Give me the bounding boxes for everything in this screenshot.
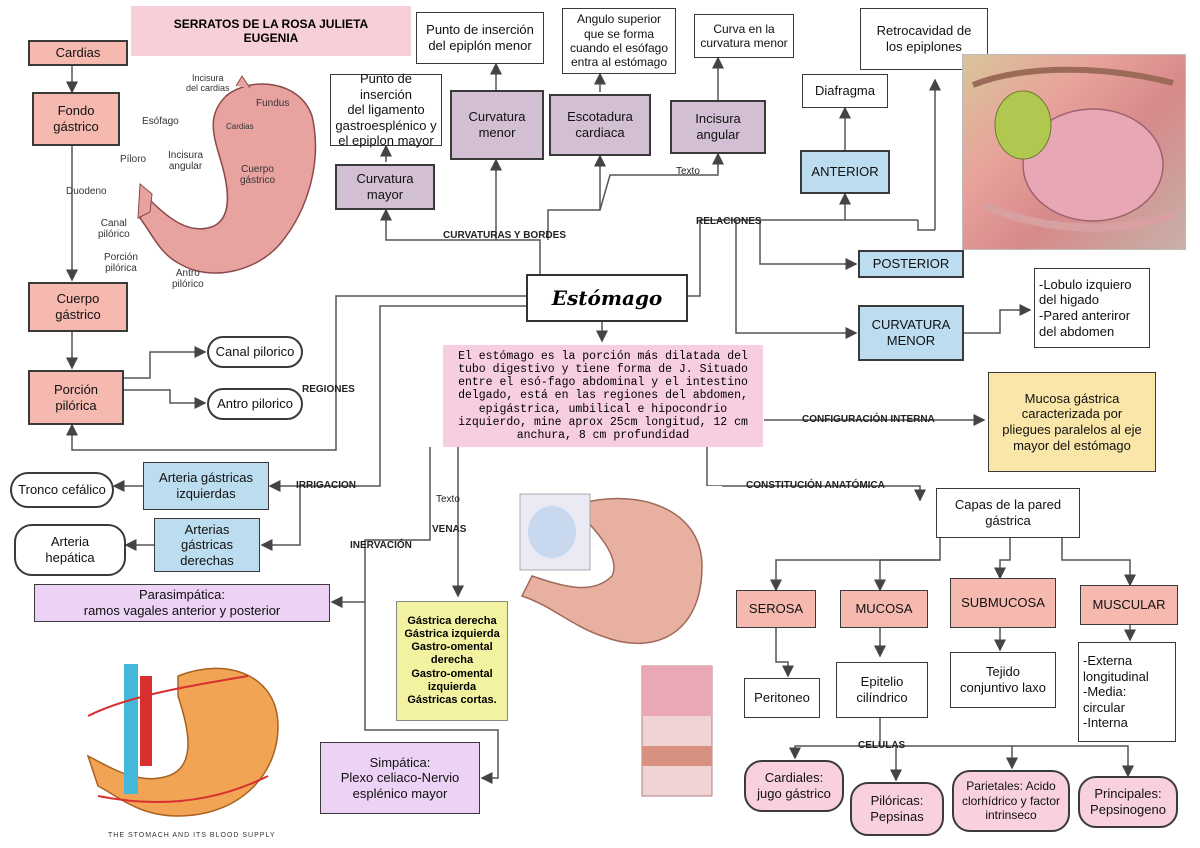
stomach-regions-illustration: Incisura del cardias Fundus Esófago Card… (60, 68, 330, 298)
node-diafragma[interactable]: Diafragma (802, 74, 888, 108)
node-canal-pilorico[interactable]: Canal pilorico (207, 336, 303, 368)
stomach-wall-drawing (519, 493, 713, 797)
stomach-description: El estómago es la porción más dilatada d… (443, 345, 763, 447)
node-arteria-gastricas-izquierdas[interactable]: Arteria gástricas izquierdas (143, 462, 269, 510)
node-submucosa[interactable]: SUBMUCOSA (950, 578, 1056, 628)
node-fondo-gastrico[interactable]: Fondo gástrico (32, 92, 120, 146)
node-simpatica[interactable]: Simpática: Plexo celiaco-Nervio esplénic… (320, 742, 480, 814)
node-curvatura-mayor-desc[interactable]: Punto de inserción del ligamento gastroe… (330, 71, 442, 148)
label-regiones: REGIONES (302, 384, 355, 395)
node-curvatura-menor-relacion[interactable]: CURVATURA MENOR (858, 305, 964, 361)
label-texto-2: Texto (436, 494, 460, 505)
label-duodeno: Duodeno (66, 186, 107, 197)
blood-supply-drawing (86, 664, 279, 817)
blood-supply-caption: THE STOMACH AND ITS BLOOD SUPPLY (108, 832, 276, 839)
node-curvatura-menor[interactable]: Curvatura menor (450, 90, 544, 160)
node-serosa[interactable]: SEROSA (736, 590, 816, 628)
node-curvatura-menor-relacion-desc[interactable]: -Lobulo izquiero del higado -Pared anter… (1034, 268, 1150, 348)
label-esofago: Esófago (142, 116, 179, 127)
node-antro-pilorico[interactable]: Antro pilorico (207, 388, 303, 420)
node-mucosa[interactable]: MUCOSA (840, 590, 928, 628)
node-posterior[interactable]: POSTERIOR (858, 250, 964, 278)
node-epitelio-cilindrico[interactable]: Epitelio cilíndrico (836, 662, 928, 718)
node-arterias-gastricas-derechas[interactable]: Arterias gástricas derechas (154, 518, 260, 572)
label-inervacion: INERVACIÓN (350, 540, 412, 551)
node-escotadura-cardiaca[interactable]: Escotadura cardiaca (549, 94, 651, 156)
label-curvaturas-bordes: CURVATURAS Y BORDES (443, 230, 566, 241)
node-configuracion-interna[interactable]: Mucosa gástrica caracterizada por pliegu… (988, 372, 1156, 472)
node-anterior[interactable]: ANTERIOR (800, 150, 890, 194)
node-arteria-hepatica[interactable]: Arteria hepática (14, 524, 126, 576)
label-configuracion-interna: CONFIGURACIÓN INTERNA (802, 414, 935, 425)
label-relaciones: RELACIONES (696, 216, 762, 227)
label-incisura-angular: Incisura angular (168, 150, 204, 172)
label-celulas: CELULAS (858, 740, 906, 751)
node-celulas-piloricas[interactable]: Pilóricas: Pepsinas (850, 782, 944, 836)
node-celulas-parietales[interactable]: Parietales: Acido clorhídrico y factor i… (952, 770, 1070, 832)
label-piloro: Píloro (120, 154, 147, 165)
stomach-anatomy-photo (962, 54, 1186, 250)
label-porcion-pilorica: Porción pilórica (104, 252, 138, 274)
blood-supply-illustration: THE STOMACH AND ITS BLOOD SUPPLY (28, 636, 318, 844)
node-peritoneo[interactable]: Peritoneo (744, 678, 820, 718)
node-cardias[interactable]: Cardias (28, 40, 128, 66)
node-venas-list[interactable]: Gástrica derecha Gástrica izquierda Gast… (396, 601, 508, 721)
label-fundus: Fundus (256, 98, 290, 109)
anatomy-drawing (971, 66, 1175, 232)
label-canal-pilorico: Canal pilórico (98, 218, 130, 240)
node-capas-pared[interactable]: Capas de la pared gástrica (936, 488, 1080, 538)
node-porcion-pilorica[interactable]: Porción pilórica (28, 370, 124, 425)
node-incisura-angular[interactable]: Incisura angular (670, 100, 766, 154)
label-constitucion-anatomica: CONSTITUCIÓN ANATÓMICA (746, 480, 885, 491)
node-celulas-principales[interactable]: Principales: Pepsinogeno (1078, 776, 1178, 828)
author-title: SERRATOS DE LA ROSA JULIETA EUGENIA (131, 6, 411, 56)
node-curvatura-menor-desc[interactable]: Punto de inserción del epiplón menor (416, 12, 544, 64)
node-escotadura-desc[interactable]: Angulo superior que se forma cuando el e… (562, 8, 676, 74)
node-muscular[interactable]: MUSCULAR (1080, 585, 1178, 625)
label-venas: VENAS (432, 524, 467, 535)
label-texto-1: Texto (676, 166, 700, 177)
label-incisura-cardias: Incisura del cardias (186, 73, 230, 93)
node-tejido-conjuntivo[interactable]: Tejido conjuntivo laxo (950, 652, 1056, 708)
node-celulas-cardiales[interactable]: Cardiales: jugo gástrico (744, 760, 844, 812)
label-cardias: Cardias (226, 122, 254, 131)
node-incisura-desc[interactable]: Curva en la curvatura menor (694, 14, 794, 58)
node-curvatura-mayor[interactable]: Curvatura mayor (335, 164, 435, 210)
central-node-estomago[interactable]: Estómago (526, 274, 688, 322)
node-tronco-cefalico[interactable]: Tronco cefálico (10, 472, 114, 508)
label-irrigacion: IRRIGACION (296, 480, 356, 491)
label-cuerpo: Cuerpo gástrico (240, 164, 276, 186)
node-parasimpatica[interactable]: Parasimpática: ramos vagales anterior y … (34, 584, 330, 622)
node-muscular-desc[interactable]: -Externa longitudinal -Media: circular -… (1078, 642, 1176, 742)
stomach-shape (137, 75, 317, 274)
node-cuerpo-gastrico[interactable]: Cuerpo gástrico (28, 282, 128, 332)
stomach-wall-illustration (512, 486, 722, 806)
label-antro-pilorico: Antro pilórico (172, 268, 204, 290)
